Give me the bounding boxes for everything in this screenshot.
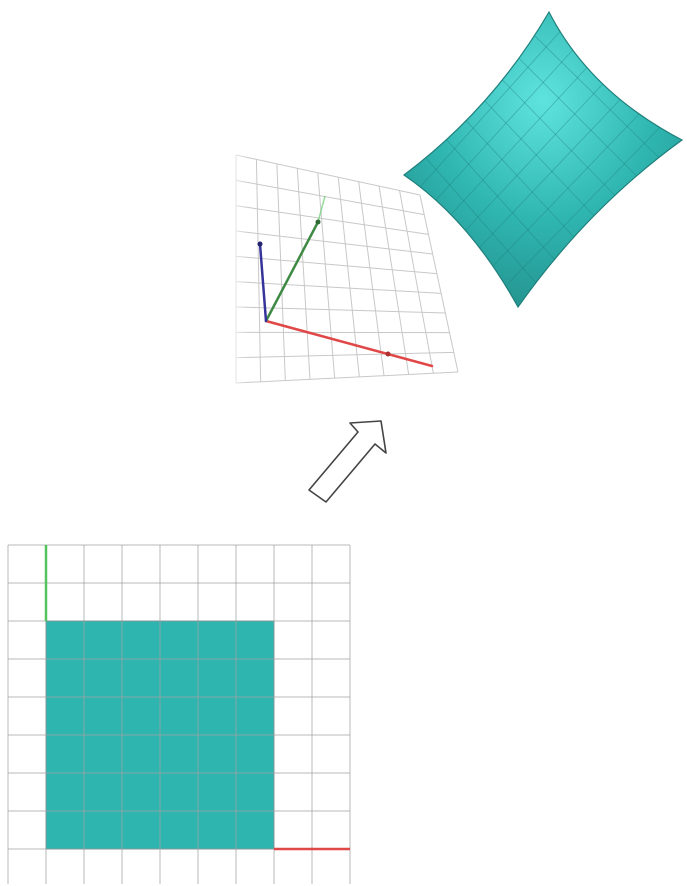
flat-patch-view [7, 544, 351, 884]
perspective-grid-line [235, 230, 433, 255]
perspective-grid-line [337, 177, 360, 377]
grid-fade-left [228, 150, 248, 390]
perspective-grid-line [255, 159, 262, 382]
perspective-grid-line [276, 163, 286, 381]
perspective-grid-line [358, 181, 385, 376]
perspective-grid-line [235, 306, 446, 314]
surface-mesh-line [505, 127, 661, 287]
surface-mesh-line [518, 57, 637, 177]
surface-mesh-line [435, 49, 573, 201]
z-axis-3d [258, 242, 268, 323]
perspective-grid-line [235, 371, 459, 384]
perspective-grid-line [235, 205, 429, 235]
y-axis-3d [264, 220, 320, 323]
x-axis-3d [264, 319, 434, 368]
x-axis-3d-tip [385, 351, 391, 357]
perspective-grid-line [419, 194, 459, 373]
perspective-grid-line [235, 179, 425, 216]
perspective-grid-line [235, 255, 437, 275]
perspective-grid-view [228, 150, 459, 390]
y-axis-3d-tip [315, 219, 321, 225]
arrow-outline [308, 420, 387, 503]
surface-mesh-line [502, 79, 616, 196]
surface-mesh-line [534, 35, 660, 158]
perspective-grid-line [317, 172, 336, 379]
axis-triad [257, 195, 434, 368]
surface-mesh-line [484, 100, 595, 217]
curved-surface-patch [402, 10, 684, 309]
surface-mesh-line [492, 113, 640, 267]
flat-grid [7, 544, 351, 884]
y-axis-3d-ext [317, 195, 326, 223]
perspective-grid-line [296, 168, 311, 380]
surface-mesh-line [446, 139, 555, 260]
perspective-grid-line [235, 154, 421, 196]
surface-mesh-line [479, 99, 621, 248]
surface-mesh-line [450, 67, 588, 215]
perspective-grid-line [399, 190, 434, 374]
perspective-grid-line [235, 281, 442, 294]
surface-mesh-line [465, 83, 604, 231]
hollow-diagonal-arrow-icon [308, 420, 387, 503]
perspective-grid-line [378, 186, 410, 375]
perspective-grid-line [235, 351, 454, 359]
curved-surface-fill [402, 10, 684, 309]
z-axis-3d-tip [257, 241, 263, 247]
surface-mesh-line [425, 157, 537, 283]
surface-mesh-line [465, 120, 575, 238]
perspective-grid [228, 150, 459, 390]
surface-mesh-line [419, 31, 561, 188]
